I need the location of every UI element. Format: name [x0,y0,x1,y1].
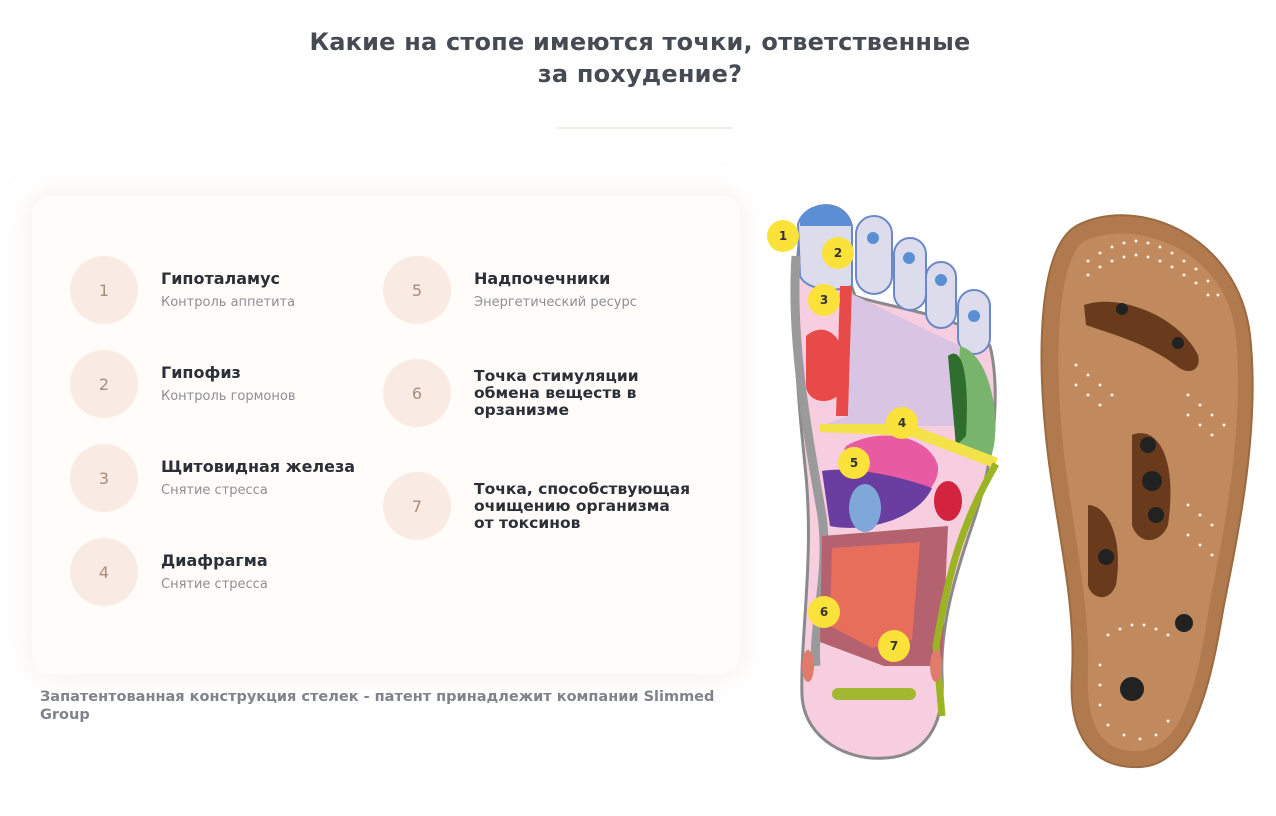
svg-text:1: 1 [779,229,787,243]
point-name: Надпочечники [474,269,611,288]
magnetic-insole-icon [1040,214,1254,769]
foot-reflexology-map-icon: 1 2 3 4 5 6 7 [767,204,1000,760]
point-name: Диафрагма [161,551,268,570]
point-description: Контроль гормонов [161,389,296,404]
foot-badge-4: 4 [886,407,918,439]
point-name: Точка, способствующая очищению организма… [474,479,691,532]
svg-text:7: 7 [890,639,898,653]
point-name: Точка стимуляции обмена веществ в орзани… [474,366,639,419]
toe-2 [855,215,893,295]
svg-text:5: 5 [850,456,858,470]
foot-badge-7: 7 [878,630,910,662]
point-item-3: 3 Щитовидная железа Снятие стресса [70,444,355,512]
point-item-6: 6 Точка стимуляции обмена веществ в орза… [383,359,654,427]
big-toe-cap [800,205,851,226]
point-item-1: 1 Гипоталамус Контроль аппетита [70,256,295,324]
point-description: Снятие стресса [161,577,268,592]
point-item-4: 4 Диафрагма Снятие стресса [70,538,268,606]
point-name: Гипоталамус [161,269,281,288]
point-number-badge: 6 [383,359,451,427]
foot-badge-3: 3 [808,284,840,316]
point-number-badge: 1 [70,256,138,324]
point-number-badge: 4 [70,538,138,606]
point-number-badge: 7 [383,472,451,540]
title-divider [557,127,733,129]
point-number-badge: 2 [70,350,138,418]
point-number-badge: 3 [70,444,138,512]
patent-caption: Запатентованная конструкция стелек - пат… [40,689,715,723]
toe-3 [893,237,927,311]
point-item-5: 5 Надпочечники Энергетический ресурс [383,256,637,324]
svg-text:2: 2 [834,246,842,260]
page-title-line-2: за похудение? [537,60,743,88]
point-item-2: 2 Гипофиз Контроль гормонов [70,350,295,418]
svg-text:3: 3 [820,293,828,307]
point-name: Щитовидная железа [161,457,356,476]
toe-4 [925,261,957,329]
point-name: Гипофиз [161,363,241,382]
svg-text:6: 6 [820,605,828,619]
point-description: Энергетический ресурс [474,295,637,310]
page-title-line-1: Какие на стопе имеются точки, ответствен… [309,28,971,56]
foot-badge-5: 5 [838,447,870,479]
points-panel: 1 Гипоталамус Контроль аппетита 2 Гипофи… [32,196,740,674]
point-description: Снятие стресса [161,483,268,498]
foot-badge-2: 2 [822,237,854,269]
foot-badge-1: 1 [767,220,799,252]
page-title: Какие на стопе имеются точки, ответствен… [290,26,990,90]
point-item-7: 7 Точка, способствующая очищению организ… [383,472,694,540]
foot-badge-6: 6 [808,596,840,628]
svg-text:4: 4 [898,416,906,430]
point-number-badge: 5 [383,256,451,324]
point-description: Контроль аппетита [161,295,296,310]
